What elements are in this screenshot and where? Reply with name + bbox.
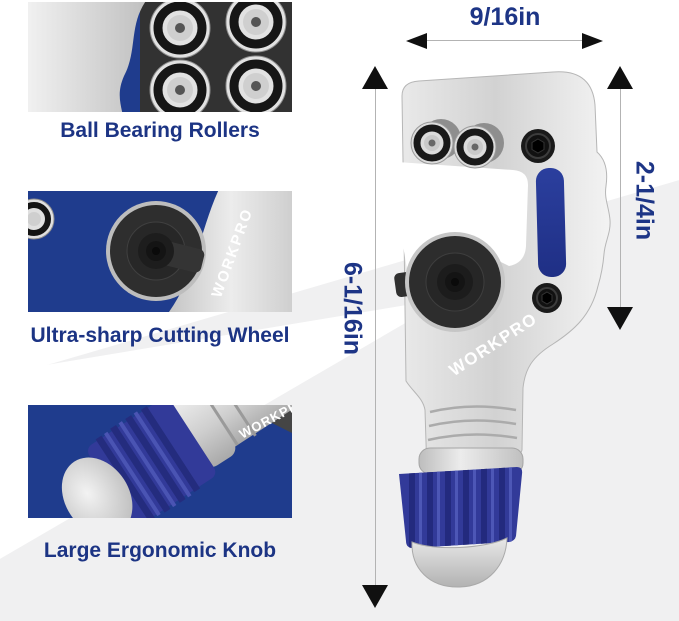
knob-assembly bbox=[61, 405, 292, 518]
arrowhead-down-icon bbox=[362, 585, 388, 608]
arrow-line bbox=[375, 84, 376, 590]
arrowhead-right-icon bbox=[582, 33, 603, 49]
tube-cutter-illustration: WORKPRO bbox=[394, 71, 611, 588]
guide-rollers bbox=[410, 119, 504, 169]
handle-height-dimension-arrow bbox=[607, 66, 635, 330]
dimension-label-width: 9/16in bbox=[469, 3, 541, 31]
roller-corner bbox=[28, 198, 55, 240]
cutting-wheel bbox=[106, 201, 206, 301]
roller-wheels bbox=[149, 2, 287, 112]
feature-label-cutting-wheel: Ultra-sharp Cutting Wheel bbox=[30, 324, 290, 347]
arrow-line bbox=[620, 84, 621, 312]
hex-bolt-bottom bbox=[532, 283, 562, 313]
cutting-wheel bbox=[394, 232, 505, 332]
cutting-wheel-photo: WORKPRO bbox=[28, 191, 292, 312]
arrowhead-up-icon bbox=[362, 66, 388, 89]
width-dimension-arrow bbox=[406, 33, 603, 49]
knob-cap bbox=[411, 537, 508, 588]
arrow-line bbox=[422, 40, 587, 41]
feature-panel-cutting-wheel: WORKPRO bbox=[28, 191, 292, 312]
ergonomic-knob bbox=[399, 467, 523, 548]
hex-bolt-top bbox=[521, 129, 555, 163]
ball-bearing-rollers-photo bbox=[28, 2, 292, 112]
feature-panel-knob: WORKPRO bbox=[28, 405, 292, 518]
arrowhead-down-icon bbox=[607, 307, 633, 330]
total-height-dimension-arrow bbox=[362, 66, 390, 608]
feature-label-rollers: Ball Bearing Rollers bbox=[60, 119, 260, 142]
arrowhead-left-icon bbox=[406, 33, 427, 49]
threaded-stem bbox=[427, 405, 518, 442]
ergonomic-knob-photo: WORKPRO bbox=[61, 405, 292, 518]
arrowhead-up-icon bbox=[607, 66, 633, 89]
grip-inlay bbox=[535, 167, 567, 278]
feature-panel-rollers bbox=[28, 2, 292, 112]
feature-label-knob: Large Ergonomic Knob bbox=[43, 539, 277, 562]
